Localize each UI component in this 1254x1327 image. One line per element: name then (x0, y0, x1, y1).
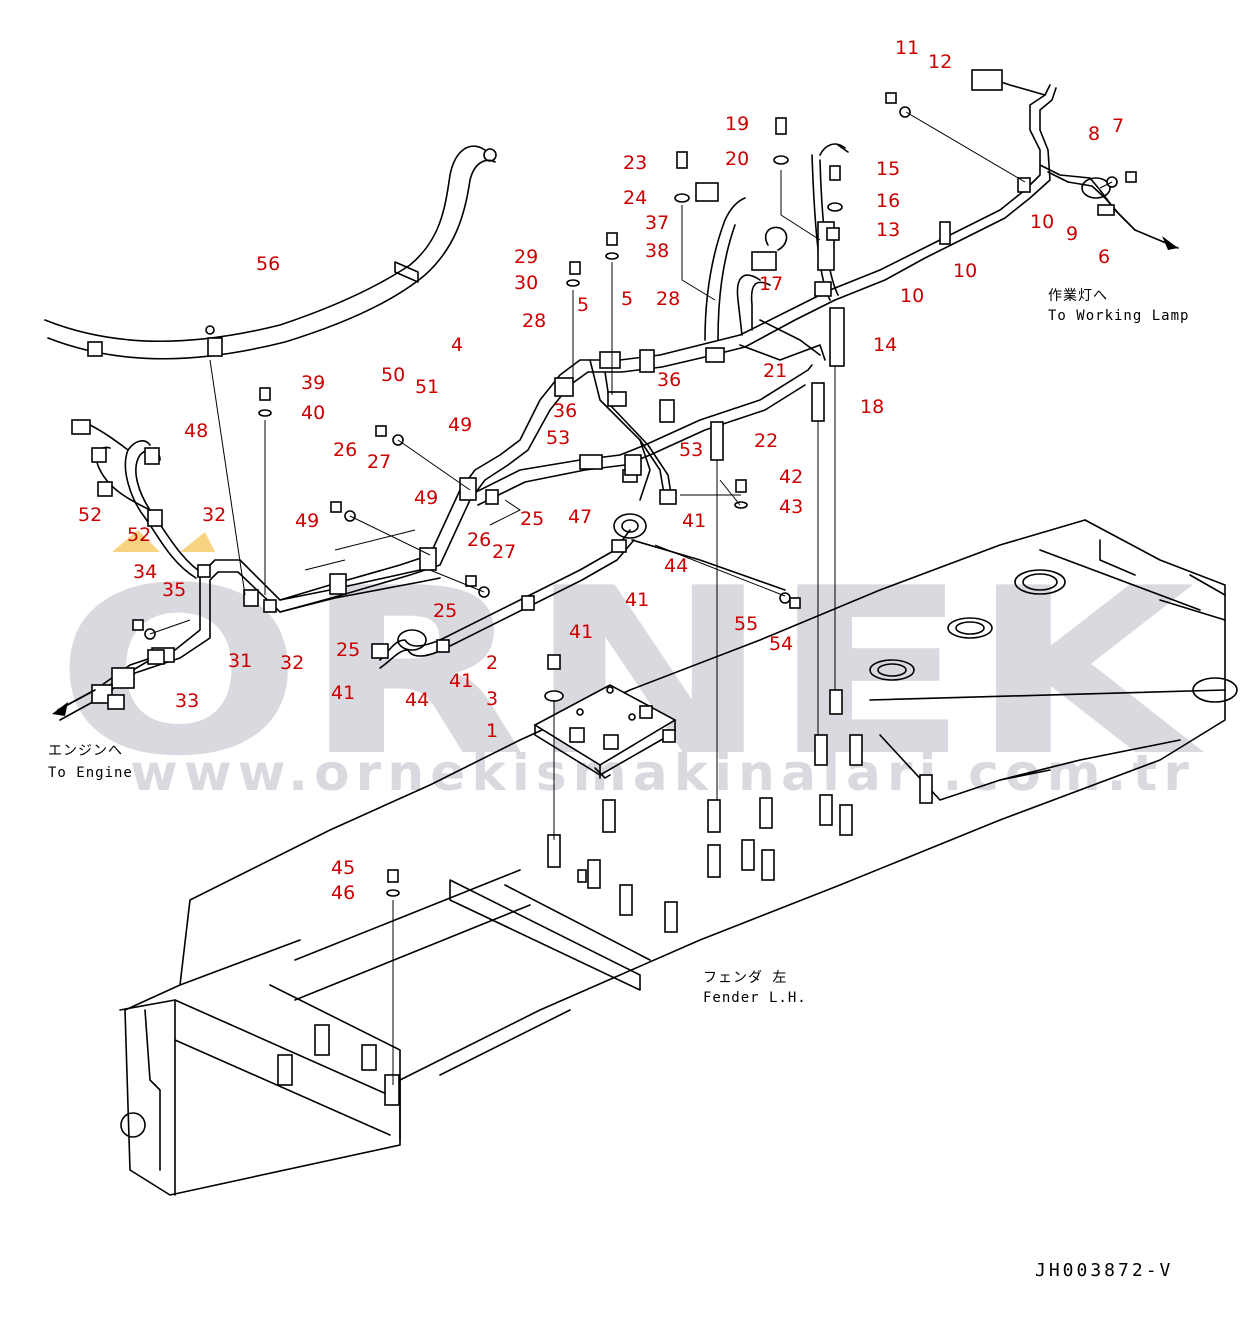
watermark-accent (180, 532, 215, 552)
callout-22: 22 (754, 430, 778, 452)
callout-53: 53 (546, 427, 570, 449)
callout-56: 56 (256, 253, 280, 275)
callout-11: 11 (895, 37, 919, 59)
notes: 作業灯へ To Working Lamp エンジンへ To Engine フェン… (48, 288, 1189, 1281)
watermark-logo: ORNEK (55, 540, 1205, 807)
callout-15: 15 (876, 158, 900, 180)
engine-branch (52, 419, 211, 716)
callout-23: 23 (623, 152, 647, 174)
callout-36: 36 (657, 369, 681, 391)
callout-51: 51 (415, 376, 439, 398)
callout-10: 10 (1030, 211, 1054, 233)
note-engine-ja: エンジンへ (48, 743, 123, 759)
note-engine-en: To Engine (48, 765, 133, 781)
callout-44: 44 (405, 689, 429, 711)
callout-10: 10 (900, 285, 924, 307)
note-working-lamp-ja: 作業灯へ (1048, 288, 1108, 304)
callout-7: 7 (1112, 115, 1124, 137)
callout-4: 4 (451, 334, 463, 356)
callout-25: 25 (433, 600, 457, 622)
callout-41: 41 (449, 670, 473, 692)
callout-41: 41 (331, 682, 355, 704)
watermark-accent (112, 530, 160, 552)
callout-47: 47 (568, 506, 592, 528)
callout-48: 48 (184, 420, 208, 442)
callout-27: 27 (492, 541, 516, 563)
callout-24: 24 (623, 187, 647, 209)
callout-20: 20 (725, 148, 749, 170)
callout-2: 2 (486, 652, 498, 674)
note-fender-en: Fender L.H. (703, 990, 807, 1006)
drawing-number: JH003872-V (1035, 1260, 1173, 1281)
callout-40: 40 (301, 402, 325, 424)
callout-46: 46 (331, 882, 355, 904)
callout-37: 37 (645, 212, 669, 234)
callout-14: 14 (873, 334, 897, 356)
callout-53: 53 (679, 439, 703, 461)
callout-26: 26 (467, 529, 491, 551)
callout-19: 19 (725, 113, 749, 135)
note-working-lamp-en: To Working Lamp (1048, 308, 1189, 324)
callouts: 11 12 7 8 19 15 23 20 16 24 13 10 9 37 6… (78, 37, 1124, 904)
callout-43: 43 (779, 496, 803, 518)
callout-1: 1 (486, 720, 498, 742)
callout-16: 16 (876, 190, 900, 212)
watermark: ORNEK www.ornekismakinalari.com.tr (55, 530, 1205, 807)
callout-33: 33 (175, 690, 199, 712)
note-fender-ja: フェンダ 左 (703, 970, 787, 986)
callout-3: 3 (486, 688, 498, 710)
callout-25: 25 (520, 508, 544, 530)
callout-50: 50 (381, 364, 405, 386)
callout-54: 54 (769, 633, 793, 655)
callout-32: 32 (280, 652, 304, 674)
callout-26: 26 (333, 439, 357, 461)
callout-13: 13 (876, 219, 900, 241)
callout-21: 21 (763, 360, 787, 382)
hose-56 (44, 145, 497, 360)
callout-41: 41 (569, 621, 593, 643)
callout-34: 34 (133, 561, 157, 583)
bracket-1 (533, 684, 677, 779)
callout-55: 55 (734, 613, 758, 635)
callout-18: 18 (860, 396, 884, 418)
callout-28: 28 (522, 310, 546, 332)
clips (147, 177, 1115, 665)
callout-41: 41 (682, 510, 706, 532)
callout-28: 28 (656, 288, 680, 310)
callout-31: 31 (228, 650, 252, 672)
callout-9: 9 (1066, 223, 1078, 245)
callout-27: 27 (367, 451, 391, 473)
callout-49: 49 (414, 487, 438, 509)
callout-52: 52 (78, 504, 102, 526)
callout-29: 29 (514, 246, 538, 268)
callout-30: 30 (514, 272, 538, 294)
callout-8: 8 (1088, 123, 1100, 145)
callout-12: 12 (928, 51, 952, 73)
callout-41: 41 (625, 589, 649, 611)
leader-lines (149, 111, 1113, 1085)
standoffs (710, 227, 845, 461)
callout-5: 5 (621, 288, 633, 310)
callout-25: 25 (336, 639, 360, 661)
watermark-url: www.ornekismakinalari.com.tr (130, 744, 1195, 802)
fender-frame (119, 519, 1238, 1196)
fasteners (132, 92, 1137, 897)
callout-49: 49 (448, 414, 472, 436)
callout-32: 32 (202, 504, 226, 526)
callout-45: 45 (331, 857, 355, 879)
callout-52: 52 (127, 524, 151, 546)
callout-44: 44 (664, 555, 688, 577)
callout-38: 38 (645, 240, 669, 262)
callout-5: 5 (577, 294, 589, 316)
callout-39: 39 (301, 372, 325, 394)
callout-36: 36 (553, 400, 577, 422)
callout-42: 42 (779, 466, 803, 488)
callout-10: 10 (953, 260, 977, 282)
callout-17: 17 (759, 273, 783, 295)
callout-6: 6 (1098, 246, 1110, 268)
callout-35: 35 (162, 579, 186, 601)
callout-49: 49 (295, 510, 319, 532)
